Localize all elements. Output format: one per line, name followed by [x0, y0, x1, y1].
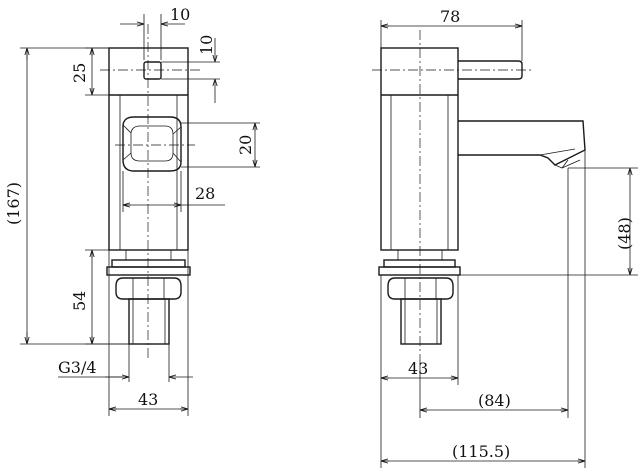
tap-body-outline: [108, 47, 189, 251]
dim-base-width-left: 43: [138, 390, 158, 409]
window-inner: [130, 125, 174, 162]
dim-spout-reach: (84): [478, 391, 511, 410]
dim-total-width: 78: [440, 7, 460, 26]
dim-overall-height: (167): [4, 182, 23, 225]
base-plate: [106, 266, 191, 276]
dim-handle-width: 10: [170, 5, 190, 24]
base-washer: [111, 259, 186, 268]
hex-nut: [115, 277, 182, 300]
front-view: [100, 24, 200, 360]
side-hex-nut: [387, 277, 454, 300]
dim-spout-height: (48): [615, 217, 634, 250]
dim-nut-height: 54: [70, 291, 89, 311]
side-view: [372, 30, 586, 360]
dim-thread: G3/4: [58, 358, 97, 377]
side-threaded-shank: [400, 298, 442, 345]
dim-window-width: 28: [195, 184, 215, 203]
front-view-dimensions: 10 10 25 (167) 20 28: [4, 5, 260, 416]
dim-top-block: 25: [70, 63, 89, 83]
side-view-dimensions: 78 (48) 43 (84) (115.5): [380, 7, 638, 468]
window-outer: [122, 116, 182, 172]
threaded-shank: [128, 298, 170, 345]
handle-square: [143, 61, 162, 80]
side-body-outline: [380, 47, 459, 251]
dim-handle-height: 10: [197, 35, 216, 55]
dim-window-height: 20: [236, 135, 255, 155]
dim-base-width-right: 43: [408, 359, 428, 378]
spout: [458, 120, 586, 166]
dim-total-depth: (115.5): [452, 442, 510, 461]
